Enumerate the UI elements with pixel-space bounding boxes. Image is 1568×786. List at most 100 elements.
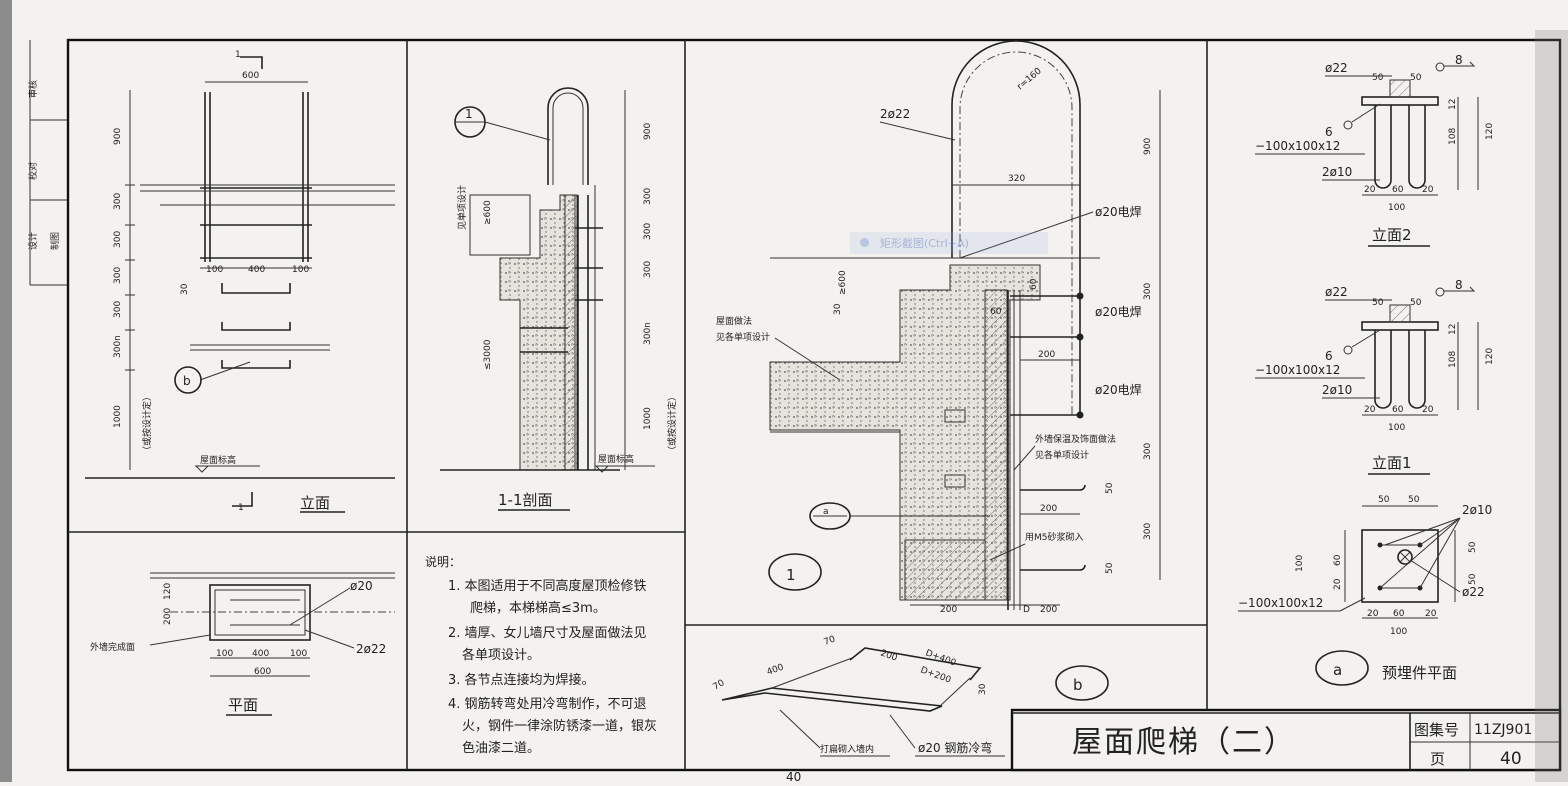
view-title-section: 1-1剖面 <box>498 491 553 509</box>
detail-b-view: 70 400 70 200 D+400 D+200 30 b 打扁砌入墙内 ø2… <box>712 634 1109 757</box>
dim-label: 50 <box>1468 541 1478 553</box>
dim-label: 120 <box>1485 123 1495 140</box>
roof-level-label: 屋面标高 <box>598 453 634 465</box>
dim-label: 50 <box>1105 482 1115 494</box>
dim-label: D+400 <box>924 648 957 668</box>
weld-size: 8 <box>1455 278 1463 292</box>
dim-label: 1000 <box>113 405 123 428</box>
title-block: 屋面爬梯（二） 图集号 11ZJ901 页 40 <box>1010 708 1562 772</box>
dim-label: 70 <box>712 678 727 693</box>
dim-label: 300 <box>113 231 123 248</box>
dim-label: 300 <box>113 193 123 210</box>
atlas-label: 图集号 <box>1414 721 1459 739</box>
dim-label: 400 <box>252 649 269 659</box>
callout-a: a <box>1333 661 1342 679</box>
screenshot-tool-hint[interactable]: 矩形截图(Ctrl+A) <box>850 232 1048 254</box>
dim-label: 50 <box>1410 298 1422 308</box>
bar-label: ø22 <box>1325 61 1348 75</box>
dim-label: ≥600 <box>838 270 848 295</box>
note-item: 2. 墙厚、女儿墙尺寸及屋面做法见 <box>448 625 647 641</box>
dim-label: 1000 <box>643 407 653 430</box>
note-item: 3. 各节点连接均为焊接。 <box>448 672 595 688</box>
side-strip-item: 校对 <box>27 162 39 180</box>
dim-label: 60 <box>1392 405 1404 415</box>
mortar-note: 用M5砂浆砌入 <box>1025 531 1084 543</box>
dim-label: 300n <box>643 322 653 345</box>
dim-label: 20 <box>1364 405 1376 415</box>
callout-1: 1 <box>786 566 796 584</box>
dim-label: 400 <box>766 662 786 677</box>
dim-label: 200 <box>163 608 173 625</box>
dim-label: 200 <box>940 605 957 615</box>
bar-label: 2ø22 <box>880 107 910 121</box>
dim-label: 50 <box>1372 298 1384 308</box>
note-item: 爬梯，本梯梯高≤3m。 <box>470 600 606 616</box>
callout-b: b <box>183 374 191 388</box>
dim-label: 300 <box>1143 523 1153 540</box>
dim-label: 50 <box>1468 573 1478 585</box>
callout-1: 1 <box>465 107 473 121</box>
dim-label: 12 <box>1448 99 1458 110</box>
note-item: 各单项设计。 <box>462 647 540 663</box>
view-title-elevation: 立面 <box>300 494 330 512</box>
dim-label: 50 <box>1105 562 1115 574</box>
sheet-frame <box>66 38 1562 772</box>
section-note: 见单项设计 <box>456 185 468 230</box>
dim-label: 300 <box>113 301 123 318</box>
dim-label: 400 <box>248 265 265 275</box>
side-strip-item: 审核 <box>27 80 39 98</box>
dim-label: 300 <box>113 267 123 284</box>
view-title-embed-plan: 预埋件平面 <box>1382 664 1457 682</box>
weld-label: ø20电焊 <box>1095 204 1142 219</box>
dim-label: 300 <box>1143 443 1153 460</box>
plate-label: −100x100x12 <box>1255 139 1340 153</box>
dim-label: 70 <box>823 634 837 647</box>
page-footer-number: 40 <box>786 770 801 782</box>
dim-label: 30 <box>180 283 190 295</box>
view-title-plan: 平面 <box>228 696 258 714</box>
dim-label: 300n <box>113 335 123 358</box>
side-strip-item: 设计 <box>27 232 39 250</box>
dim-label: 60 <box>1392 185 1404 195</box>
dim-label: 50 <box>1408 495 1420 505</box>
dim-label: 200 <box>879 648 899 663</box>
wall-note: 见各单项设计 <box>1035 449 1089 461</box>
dim-label: 320 <box>1008 174 1025 184</box>
view-title-elevation-2: 立面2 <box>1372 226 1412 244</box>
weld-size: 8 <box>1455 53 1463 67</box>
weld-size: 6 <box>1325 349 1333 363</box>
section-note: （或按设计定） <box>666 392 678 455</box>
dim-label: 60 <box>1333 554 1343 566</box>
dim-label: 100 <box>216 649 233 659</box>
bar-label: ø22 <box>1462 585 1485 599</box>
dim-label: 300 <box>643 261 653 278</box>
dim-label: 600 <box>254 667 271 677</box>
notes-heading: 说明： <box>425 554 461 569</box>
dim-label: 900 <box>113 128 123 145</box>
dim-label: 60 <box>1393 609 1405 619</box>
drawing-title: 屋面爬梯（二） <box>1072 725 1296 760</box>
bar-label: 2ø22 <box>356 642 386 656</box>
dim-label: 100 <box>292 265 309 275</box>
dim-label: 100 <box>1388 423 1405 433</box>
roof-level-label: 屋面标高 <box>200 454 236 466</box>
view-title-elevation-1: 立面1 <box>1372 454 1412 472</box>
callout-a: a <box>823 507 829 517</box>
dim-label: 50 <box>1372 73 1384 83</box>
dim-label: 20 <box>1364 185 1376 195</box>
bar-label: 2ø10 <box>1322 383 1352 397</box>
embed-plan-view: 50 50 2ø10 ø22 −100x100x12 60 20 100 50 … <box>1238 495 1492 686</box>
detail-1-view: 2ø22 r=160 320 ø20电焊 ø20电焊 ø20电焊 屋面做法 见各… <box>716 40 1161 615</box>
dim-label: 12 <box>1448 324 1458 335</box>
dim-label: 30 <box>978 683 988 695</box>
dim-label: 20 <box>1333 578 1343 590</box>
dim-label: 200 <box>1040 504 1057 514</box>
dim-label: 600 <box>242 71 259 81</box>
dim-label: 108 <box>1448 351 1458 368</box>
side-strip-item: 制图 <box>49 232 61 250</box>
radius-label: r=160 <box>1016 66 1044 92</box>
bar-label: 2ø10 <box>1462 503 1492 517</box>
note-item: 4. 钢筋转弯处用冷弯制作，不可退 <box>448 696 647 712</box>
dim-label: 100 <box>1295 555 1305 572</box>
